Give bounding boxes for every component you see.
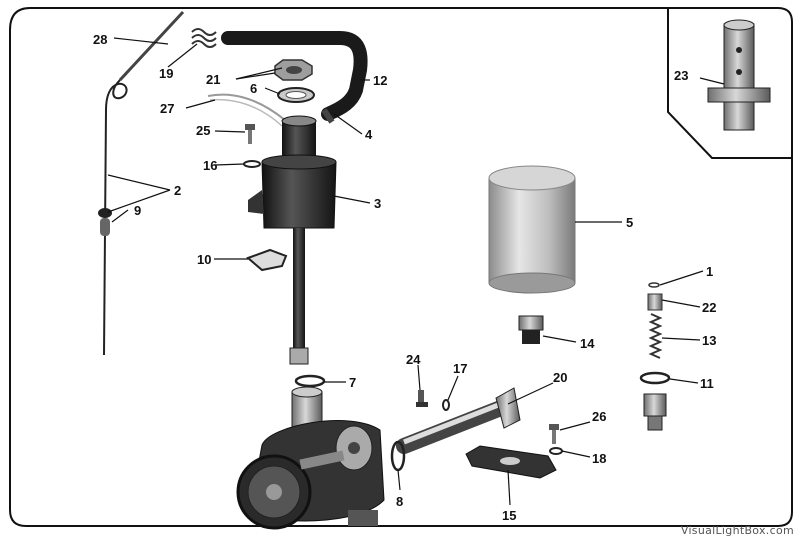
callout-5: 5 xyxy=(626,215,633,230)
dipstick-drawing xyxy=(98,10,185,356)
callout-24: 24 xyxy=(406,352,421,367)
callout-9: 9 xyxy=(134,203,141,218)
callout-6: 6 xyxy=(250,81,257,96)
leader-lines xyxy=(107,37,725,506)
o-ring-drawing xyxy=(294,374,326,388)
relief-valve-drawing xyxy=(639,282,671,431)
callout-19: 19 xyxy=(159,66,173,81)
inset-frame xyxy=(667,8,792,159)
callout-15: 15 xyxy=(502,508,516,523)
plug-drawing xyxy=(518,315,544,344)
callout-2: 2 xyxy=(174,183,181,198)
small-bolt-drawing xyxy=(416,390,428,407)
inset-valve-drawing xyxy=(707,19,771,131)
hose-drawing xyxy=(221,31,368,121)
callout-3: 3 xyxy=(374,196,381,211)
callout-18: 18 xyxy=(592,451,606,466)
callout-1: 1 xyxy=(706,264,713,279)
callout-22: 22 xyxy=(702,300,716,315)
callout-7: 7 xyxy=(349,375,356,390)
callout-27: 27 xyxy=(160,101,174,116)
callout-20: 20 xyxy=(553,370,567,385)
callout-25: 25 xyxy=(196,123,210,138)
small-washer-drawing xyxy=(549,447,563,455)
callout-17: 17 xyxy=(453,361,467,376)
spring-drawing xyxy=(191,28,217,48)
watermark-text: VisualLightBox.com xyxy=(680,524,794,537)
callout-16: 16 xyxy=(203,158,217,173)
pickup-tube-drawing xyxy=(396,387,521,454)
callout-11: 11 xyxy=(700,376,714,391)
wire-drawing xyxy=(207,93,286,121)
oil-tank-drawing xyxy=(248,115,337,365)
diagram-frame xyxy=(9,7,793,527)
gasket-drawing xyxy=(246,248,288,272)
callout-4: 4 xyxy=(365,127,373,142)
oil-filter-drawing xyxy=(488,165,576,294)
clip-drawing xyxy=(442,399,450,411)
small-o-ring-drawing xyxy=(243,160,261,168)
bolt-drawing xyxy=(245,124,255,144)
callout-13: 13 xyxy=(702,333,716,348)
callout-26: 26 xyxy=(592,409,606,424)
callout-8: 8 xyxy=(396,494,403,509)
callout-28: 28 xyxy=(93,32,107,47)
callout-10: 10 xyxy=(197,252,211,267)
callout-labels: 1 2 3 4 5 6 7 8 9 10 11 12 13 14 15 16 1… xyxy=(93,32,716,523)
callout-21: 21 xyxy=(206,72,220,87)
callout-14: 14 xyxy=(580,336,595,351)
callout-12: 12 xyxy=(373,73,387,88)
callout-23: 23 xyxy=(674,68,688,83)
oil-pump-drawing xyxy=(236,386,385,530)
cover-bolt-drawing xyxy=(549,424,559,444)
